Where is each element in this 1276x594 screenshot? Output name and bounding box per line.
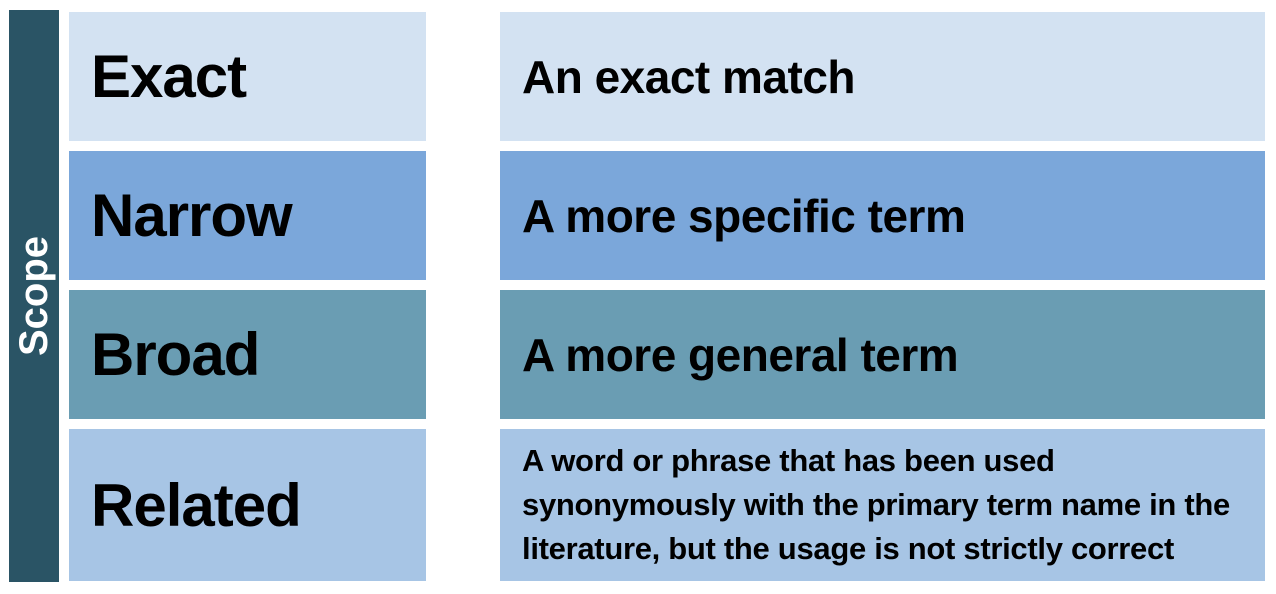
- term-narrow: Narrow: [69, 151, 426, 280]
- scope-bar: Scope: [9, 10, 59, 582]
- description-related: A word or phrase that has been used syno…: [500, 429, 1265, 581]
- term-related: Related: [69, 429, 426, 581]
- term-broad: Broad: [69, 290, 426, 419]
- description-narrow: A more specific term: [500, 151, 1265, 280]
- scope-label: Scope: [12, 235, 56, 357]
- description-broad: A more general term: [500, 290, 1265, 419]
- term-exact: Exact: [69, 12, 426, 141]
- description-exact: An exact match: [500, 12, 1265, 141]
